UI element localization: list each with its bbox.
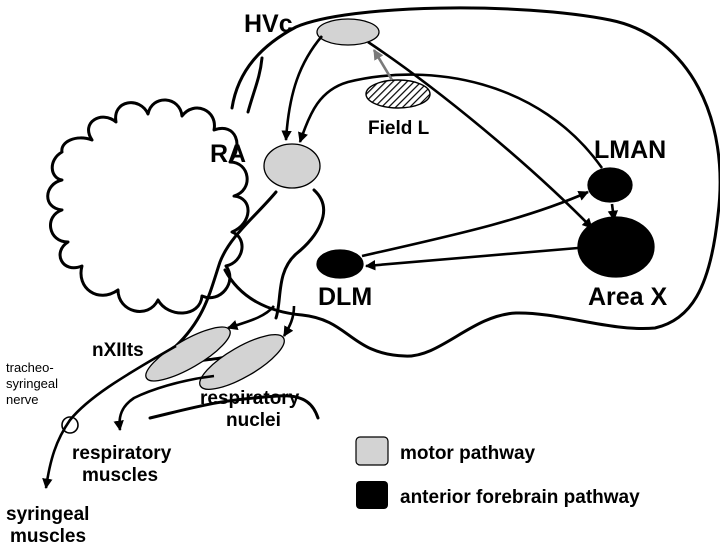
cerebellum-outline xyxy=(46,98,250,315)
brainstem-band-left xyxy=(174,190,278,348)
label-dlm: DLM xyxy=(318,283,372,311)
nerve-crosssection xyxy=(61,416,79,434)
respiratory-nuclei xyxy=(199,334,285,390)
arrow-ra-to-respiratory-nuclei xyxy=(282,305,296,337)
label-resp-muscles-1: respiratory xyxy=(72,443,172,464)
label-nxllts: nXIIts xyxy=(92,340,144,361)
legend-label-motor: motor pathway xyxy=(400,443,536,464)
arrow-to-respiratory-muscles xyxy=(113,374,215,432)
arrow-area-x-to-dlm xyxy=(364,246,579,271)
arrow-field-l-to-hvc xyxy=(372,49,394,81)
field-l-nucleus xyxy=(365,79,431,109)
label-hvc: HVc xyxy=(244,10,293,38)
arrow-hvc-to-ra xyxy=(281,35,323,142)
label-field-l: Field L xyxy=(368,118,430,139)
label-syringeal-2: muscles xyxy=(10,526,86,547)
forebrain-outline xyxy=(223,6,720,358)
ra-nucleus xyxy=(263,143,321,189)
label-tracheo-3: nerve xyxy=(6,392,39,407)
label-respiratory-nuclei-2: nuclei xyxy=(226,410,281,431)
legend: motor pathway anterior forebrain pathway xyxy=(355,436,640,509)
arrow-lman-to-area-x xyxy=(607,203,618,222)
label-syringeal-1: syringeal xyxy=(6,504,89,525)
label-tracheo-2: syringeal xyxy=(6,376,58,391)
label-respiratory-nuclei-1: respiratory xyxy=(200,388,300,409)
legend-label-anterior: anterior forebrain pathway xyxy=(400,487,640,508)
brainstem-band-lower xyxy=(148,394,320,420)
legend-swatch-anterior xyxy=(356,481,388,509)
brainstem-band-right xyxy=(274,188,326,320)
arrow-ra-to-nxllts xyxy=(227,305,275,330)
hvc-nucleus xyxy=(316,18,380,46)
arrow-hvc-to-area-x xyxy=(367,40,593,229)
label-lman: LMAN xyxy=(594,136,666,164)
arrow-lman-to-ra xyxy=(298,73,604,169)
nxllts-nucleus xyxy=(145,326,231,382)
label-resp-muscles-2: muscles xyxy=(82,465,158,486)
lman-nucleus xyxy=(587,167,633,203)
dlm-nucleus xyxy=(316,249,364,279)
label-ra: RA xyxy=(210,140,246,168)
label-tracheo-1: tracheo- xyxy=(6,360,54,375)
outer-brain-line xyxy=(246,56,264,114)
arrow-dlm-to-lman xyxy=(361,190,589,258)
arrow-to-syringeal-muscles xyxy=(42,344,177,490)
legend-swatch-motor xyxy=(355,436,389,466)
label-area-x: Area X xyxy=(588,283,668,311)
